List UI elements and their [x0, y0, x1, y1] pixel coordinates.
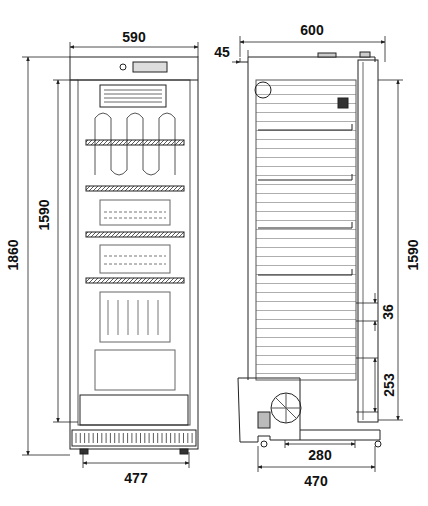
dimension-lines: [22, 36, 403, 472]
dimension-label: 477: [123, 471, 148, 485]
dimension-label: 470: [303, 474, 328, 488]
dimension-label: 590: [121, 30, 146, 44]
dimension-label: 600: [299, 23, 324, 37]
dimension-label: 1590: [406, 238, 420, 271]
dimension-label: 45: [213, 45, 231, 59]
dimension-label: 280: [307, 448, 332, 462]
front-view: [70, 57, 198, 454]
dimension-label: 1590: [37, 198, 51, 231]
dimension-label: 253: [382, 372, 396, 397]
side-view: [238, 52, 381, 447]
dimension-label: 1860: [6, 238, 20, 271]
dimension-label: 36: [381, 303, 395, 321]
